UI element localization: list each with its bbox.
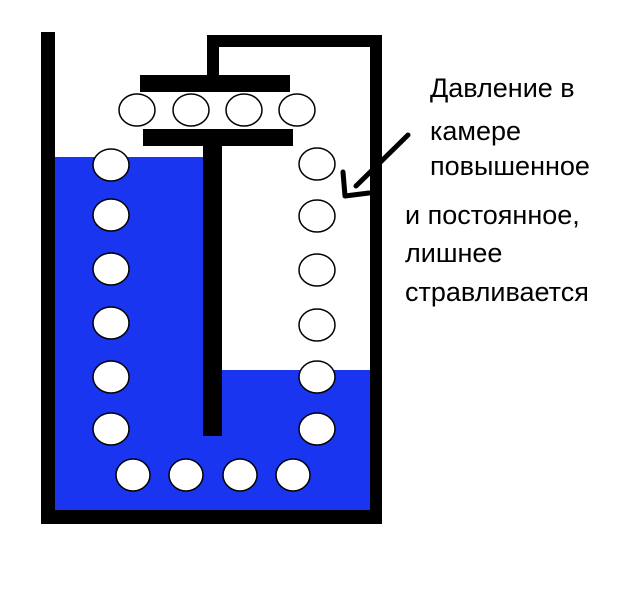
ball [275,458,311,492]
ball [298,253,336,287]
ball [298,412,336,446]
caption-line-6: стравливается [405,277,589,307]
caption-line-3: повышенное [430,151,590,181]
central-stem [203,140,222,436]
upper-crossbar [140,75,290,92]
caption-line-4: и постоянное, [405,200,580,230]
container-left-wall [41,32,55,524]
ball [168,458,204,492]
caption-line-1: Давление в [430,73,575,103]
ball [92,252,130,286]
ball [298,308,336,342]
caption-line-5: лишнее [405,238,503,268]
ball [92,306,130,340]
ball-chain [92,93,336,492]
ball [92,360,130,394]
ball [92,198,130,232]
ball [115,458,151,492]
ball [298,360,336,394]
ball [92,412,130,446]
ball [298,147,336,181]
pressure-arrow-icon [340,132,411,199]
ball [118,93,156,127]
ball [222,458,258,492]
caption-line-2: камере [430,116,522,146]
ball [92,148,130,182]
ball [298,199,336,233]
lower-crossbar [143,129,293,146]
container-bottom-wall [41,510,382,524]
chamber-top-wall [207,35,382,47]
ball [172,93,210,127]
container-right-wall [370,38,382,524]
ball [278,93,316,127]
ball [225,93,263,127]
